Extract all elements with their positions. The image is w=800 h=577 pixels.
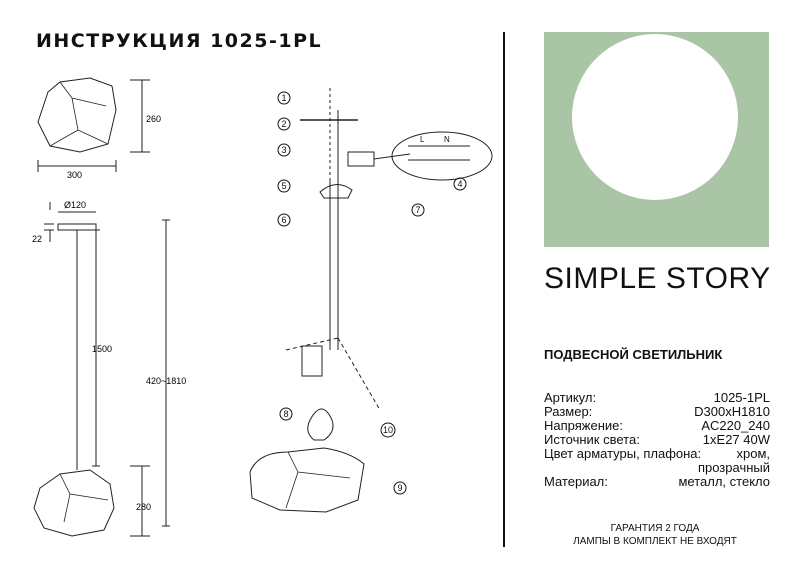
wire-label-l: L bbox=[420, 135, 425, 144]
lamp-holder bbox=[301, 345, 323, 377]
spec-row: Источник света:1xE27 40W bbox=[544, 432, 770, 447]
spec-row: Размер:D300xH1810 bbox=[544, 404, 770, 419]
dim-cable-length: 1500 bbox=[92, 344, 112, 354]
step-3: 3 bbox=[282, 145, 287, 155]
bulb-shape bbox=[307, 408, 334, 441]
product-type: ПОДВЕСНОЙ СВЕТИЛЬНИК bbox=[544, 347, 723, 362]
shade-outline-top bbox=[37, 77, 117, 153]
brand-word-simple: SIMPLE bbox=[544, 262, 658, 295]
spec-row: прозрачный bbox=[697, 460, 770, 475]
wiring-bubble bbox=[391, 131, 493, 181]
step-2: 2 bbox=[282, 119, 287, 129]
dim-shade-width: 300 bbox=[67, 170, 82, 180]
divider bbox=[503, 32, 505, 547]
step-8: 8 bbox=[284, 409, 289, 419]
spec-row: Материал:металл, стекло bbox=[544, 474, 770, 489]
warranty-note: ГАРАНТИЯ 2 ГОДА bbox=[610, 523, 700, 534]
shade-outline-bottom bbox=[33, 469, 115, 537]
dim-pendant-height: 280 bbox=[136, 502, 151, 512]
spec-row: Цвет арматуры, плафона:хром, bbox=[544, 446, 770, 461]
dimension-drawing: 260 300 Ø120 22 1500 420~1810 280 bbox=[32, 77, 186, 537]
bulbs-not-included-note: ЛАМПЫ В КОМПЛЕКТ НЕ ВХОДЯТ bbox=[573, 536, 737, 547]
brand-word-story: STORY bbox=[657, 262, 771, 295]
step-4: 4 bbox=[458, 179, 463, 189]
dim-canopy-height: 22 bbox=[32, 234, 42, 244]
canopy-shape bbox=[57, 223, 97, 231]
brand-logo: SIMPLE STORY bbox=[544, 262, 771, 296]
shade-facets-top bbox=[49, 81, 109, 147]
step-10: 10 bbox=[383, 425, 393, 435]
step-1: 1 bbox=[282, 93, 287, 103]
step-7: 7 bbox=[416, 205, 421, 215]
dim-shade-height: 260 bbox=[146, 114, 161, 124]
spec-row: Напряжение:AC220_240 bbox=[544, 418, 770, 433]
step-6: 6 bbox=[282, 215, 287, 225]
spec-row: Артикул:1025-1PL bbox=[544, 390, 770, 405]
assembly-drawing: 1 2 3 4 5 6 7 8 10 9 L N bbox=[249, 88, 493, 513]
instruction-title: ИНСТРУКЦИЯ 1025-1PL bbox=[36, 30, 323, 52]
lamp-circle-graphic bbox=[572, 34, 738, 200]
wire-label-n: N bbox=[444, 135, 450, 144]
step-5: 5 bbox=[282, 181, 287, 191]
dim-canopy-diameter: Ø120 bbox=[64, 200, 86, 210]
shade-assembly bbox=[249, 447, 365, 513]
dim-total-height: 420~1810 bbox=[146, 376, 186, 386]
step-9: 9 bbox=[398, 483, 403, 493]
